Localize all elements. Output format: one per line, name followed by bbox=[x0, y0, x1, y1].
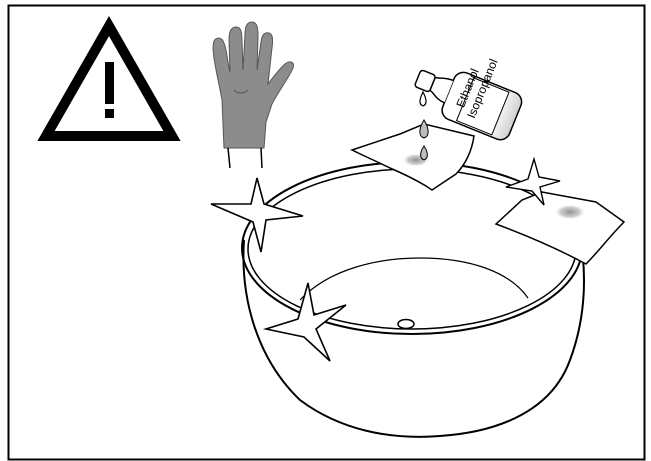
drain-hole bbox=[398, 320, 414, 329]
wet-spot bbox=[554, 204, 586, 220]
warning-triangle-icon bbox=[46, 26, 172, 136]
glove-icon bbox=[213, 22, 293, 168]
cloth-icon bbox=[352, 124, 474, 190]
exclamation-dot bbox=[105, 109, 114, 118]
exclamation-bar bbox=[105, 62, 114, 104]
